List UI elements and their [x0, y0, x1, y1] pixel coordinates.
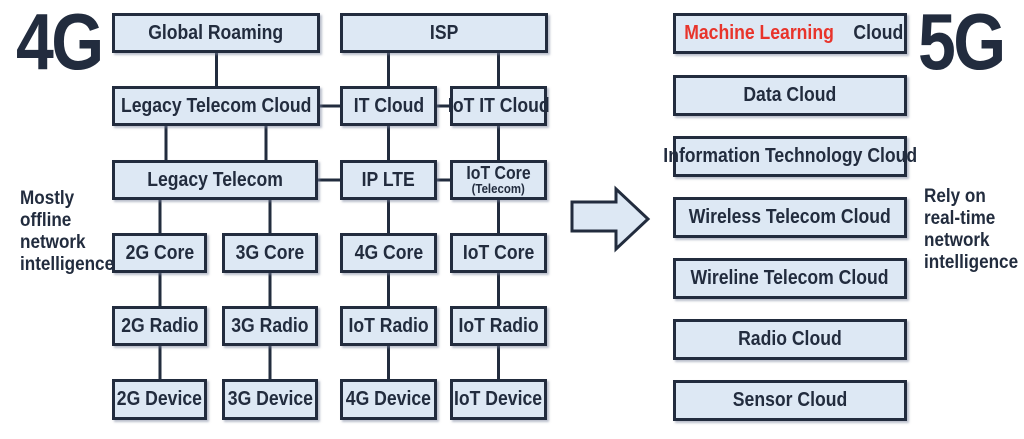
box-label: ISP [429, 21, 459, 44]
box-label: IoT IT Cloud [447, 94, 550, 117]
box-label: Information Technology Cloud [663, 145, 917, 167]
box-label: 2G Core [125, 241, 194, 264]
box-information-technology-cloud: Information Technology Cloud [663, 136, 917, 177]
box-legacy-telecom: Legacy Telecom [112, 160, 318, 200]
box-label: IT Cloud [353, 94, 424, 117]
box-label: 4G Device [345, 388, 432, 410]
box-iot-it-cloud: IoT IT Cloud [447, 86, 550, 126]
box-iot-core-telecom: IoT Core (Telecom) [450, 160, 547, 200]
box-2g-device: 2G Device [112, 379, 207, 420]
box-label: IoT Radio [348, 314, 429, 337]
box-label: 3G Device [227, 388, 313, 410]
box-label: 3G Core [235, 241, 305, 264]
box-label: Radio Cloud [738, 328, 842, 350]
box-3g-core: 3G Core [222, 233, 318, 273]
box-label: IP LTE [361, 168, 416, 191]
box-data-cloud: Data Cloud [673, 75, 907, 116]
box-label: IoT Device [454, 388, 543, 410]
box-4g-device: 4G Device [340, 379, 437, 420]
box-label: 3G Radio [231, 314, 309, 337]
box-3g-radio: 3G Radio [222, 306, 318, 346]
box-2g-core: 2G Core [112, 233, 207, 273]
box-label: 4G Core [354, 241, 423, 264]
box-label: Wireless Telecom Cloud [689, 206, 891, 228]
caption-5g: Rely on real-time network intelligence [924, 186, 1019, 273]
box-it-cloud: IT Cloud [340, 86, 437, 126]
box-iot-device: IoT Device [450, 379, 547, 420]
box-wireless-telecom-cloud: Wireless Telecom Cloud [673, 197, 907, 238]
box-iot-core: IoT Core [450, 233, 547, 273]
box-label: Sensor Cloud [732, 389, 848, 411]
transition-arrow-icon [570, 185, 651, 253]
title-5g: 5G [918, 0, 1006, 86]
box-label: Wireline Telecom Cloud [690, 267, 890, 289]
box-label: Global Roaming [148, 21, 284, 44]
box-legacy-telecom-cloud: Legacy Telecom Cloud [112, 86, 320, 126]
box-machine-learning-cloud: Machine Learning Cloud [673, 13, 907, 54]
box-label: Legacy Telecom Cloud [120, 94, 312, 117]
box-label: 2G Radio [120, 314, 199, 337]
box-label: IoT Radio [458, 314, 539, 337]
box-iot-radio-2: IoT Radio [450, 306, 547, 346]
box-ip-lte: IP LTE [340, 160, 437, 200]
box-2g-radio: 2G Radio [112, 306, 207, 346]
box-3g-device: 3G Device [222, 379, 318, 420]
title-4g: 4G [16, 0, 104, 86]
box-label: IoT Core [462, 241, 535, 264]
caption-4g: Mostly offline network intelligence [20, 188, 115, 275]
box-label: Legacy Telecom [147, 168, 283, 191]
box-wireline-telecom-cloud: Wireline Telecom Cloud [673, 258, 907, 299]
box-sensor-cloud: Sensor Cloud [673, 380, 907, 421]
box-radio-cloud: Radio Cloud [673, 319, 907, 360]
box-label: 2G Device [116, 388, 203, 410]
box-label-accent: Machine Learning [683, 22, 834, 44]
box-iot-radio-1: IoT Radio [340, 306, 437, 346]
box-global-roaming: Global Roaming [112, 13, 320, 53]
box-label: IoT Core [466, 163, 531, 183]
box-label: Data Cloud [743, 84, 837, 106]
box-4g-core: 4G Core [340, 233, 437, 273]
box-label: Cloud [853, 22, 903, 44]
box-sublabel: (Telecom) [471, 181, 526, 196]
box-isp: ISP [340, 13, 548, 53]
